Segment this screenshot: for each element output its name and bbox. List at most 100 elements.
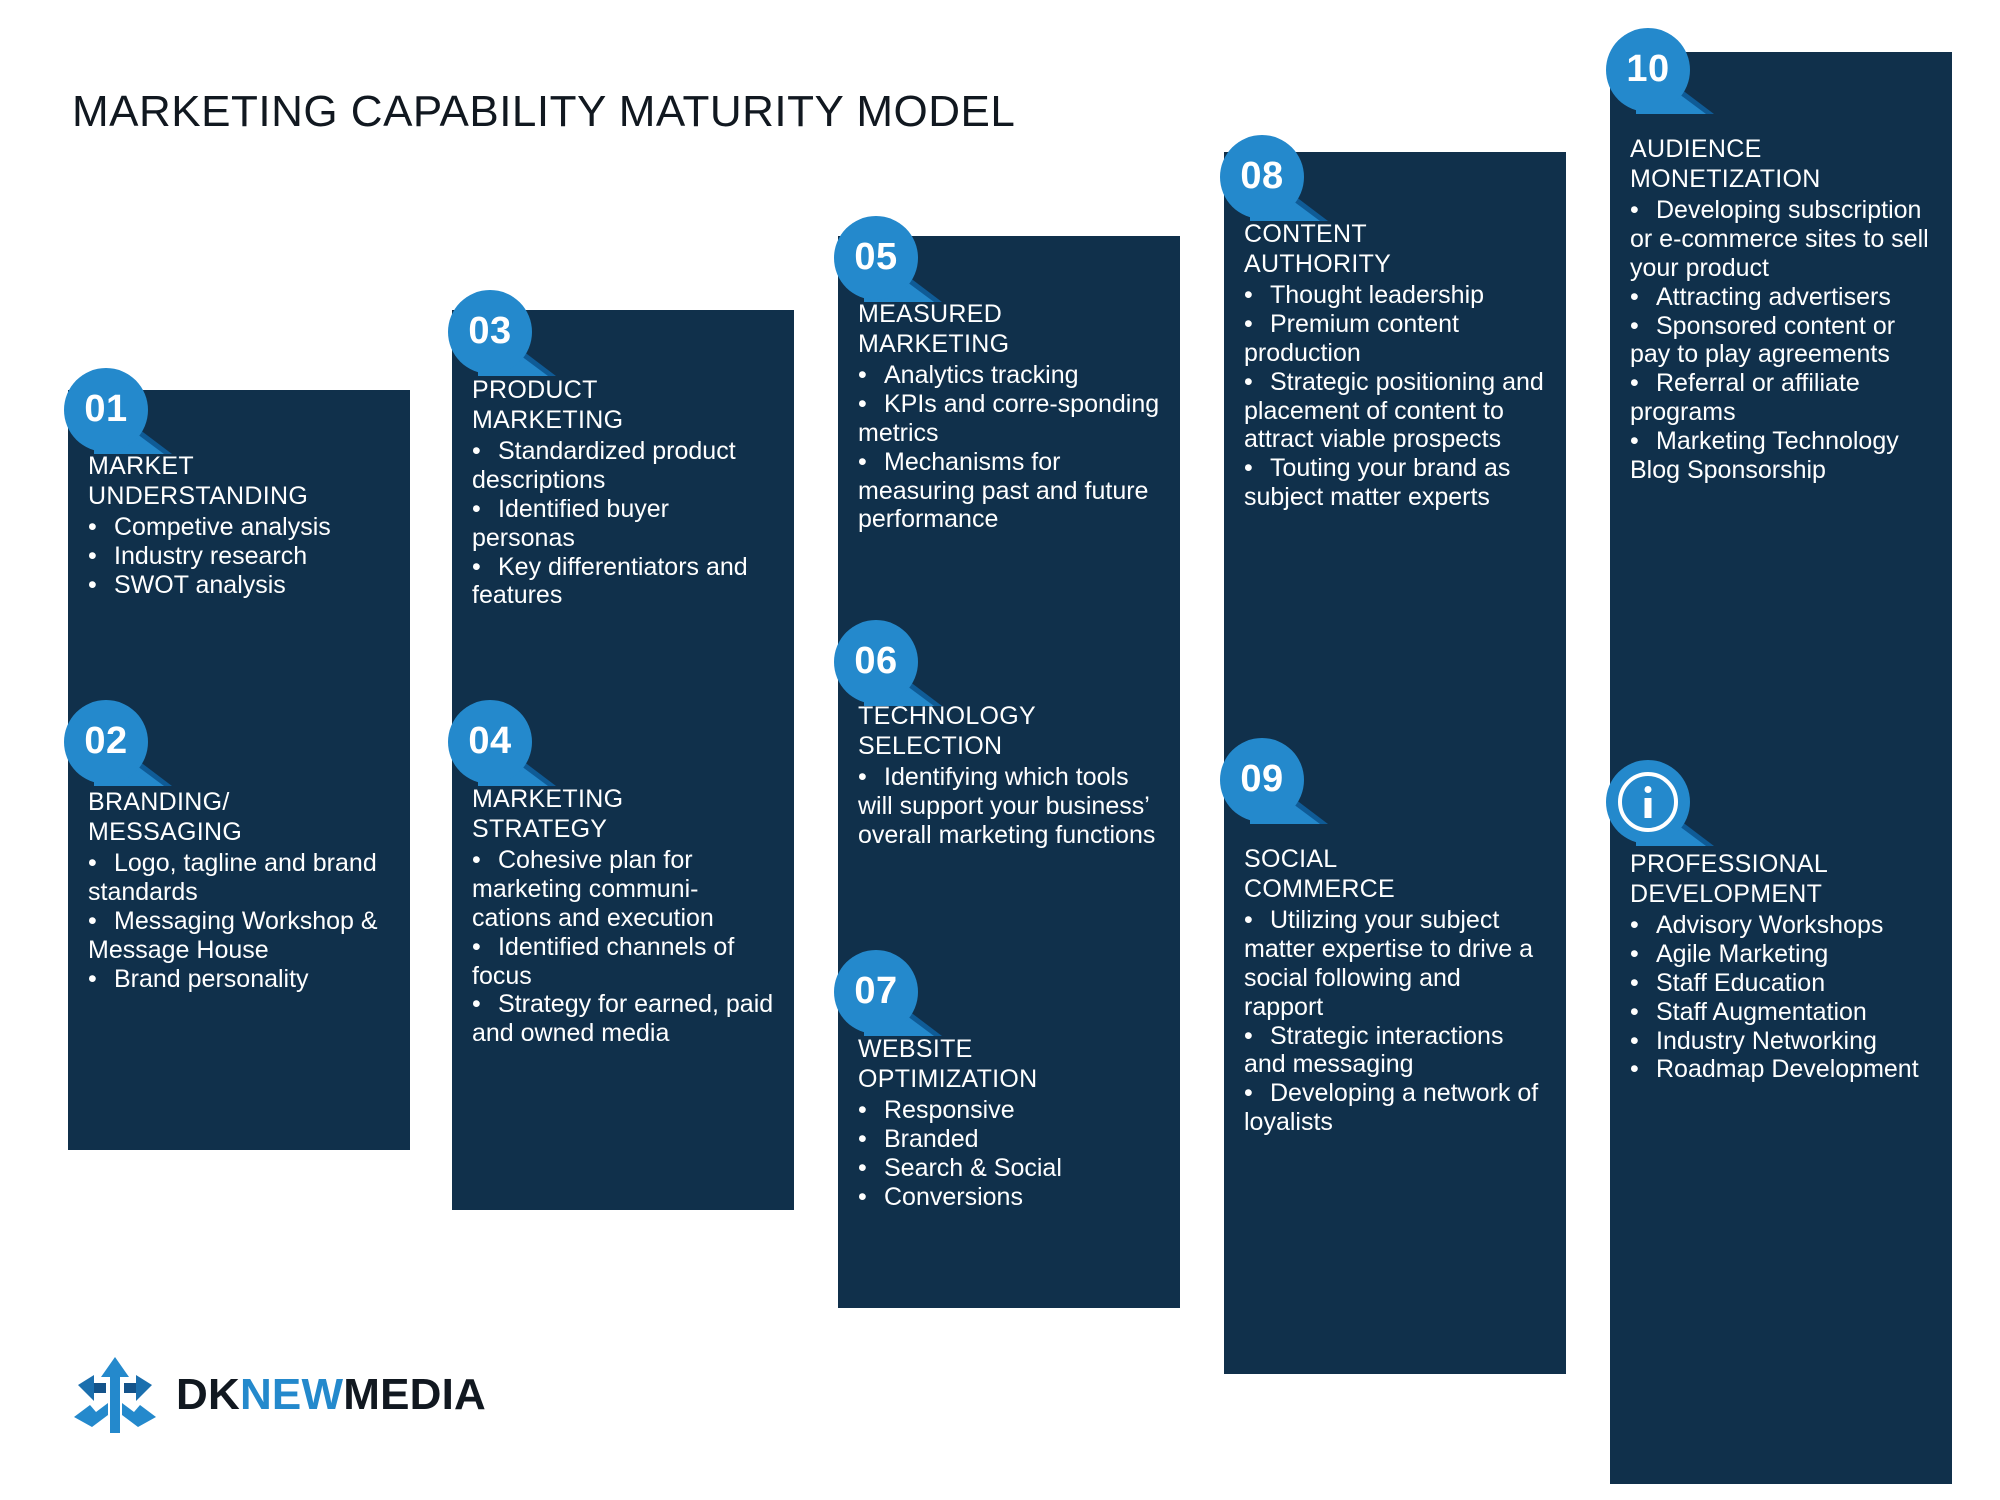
bullet-icon: • [1630,911,1639,939]
list-item: • Search & Social [858,1154,1160,1183]
badge-05[interactable]: 05 [834,216,942,302]
bullet-text: Identifying which tools will support you… [858,763,1156,849]
bullet-icon: • [1244,281,1253,309]
dknewmedia-arrows-icon [72,1355,158,1435]
badge-number: 06 [854,639,898,682]
bullet-text: Industry Networking [1656,1026,1877,1055]
bullet-text: Staff Education [1656,968,1826,997]
list-item: •Identified channels of focus [472,933,774,991]
list-item: •Brand personality [88,965,390,994]
card-professional-development-bullets: •Advisory Workshops •Agile Marketing •St… [1630,911,1932,1084]
bullet-text: Premium content production [1244,309,1459,367]
bullet-text: Mechanisms for measuring past and future… [858,447,1149,534]
bullet-icon: • [858,447,867,476]
bullet-icon: • [1244,1021,1253,1050]
badge-number [1606,760,1690,844]
bullet-text: Staff Augmentation [1656,997,1867,1026]
badge-09[interactable]: 09 [1220,738,1328,824]
badge-03[interactable]: 03 [448,290,556,376]
bullet-icon: • [1244,309,1253,338]
card-03-title: PRODUCT MARKETING [472,376,624,434]
badge-04[interactable]: 04 [448,700,556,786]
badge-02[interactable]: 02 [64,700,172,786]
bullet-text: Standardized product descriptions [472,437,736,494]
bullet-text: Strategic interactions and messaging [1244,1021,1504,1079]
card-09: SOCIAL COMMERCE •Utilizing your subject … [1224,845,1566,1137]
bullet-icon: • [472,494,481,523]
bullet-text: Responsive [884,1096,1015,1124]
badge-number: 09 [1240,757,1284,800]
list-item: •Roadmap Development [1630,1055,1932,1084]
badge-08[interactable]: 08 [1220,135,1328,221]
page-title: MARKETING CAPABILITY MATURITY MODEL [72,87,1016,137]
bullet-text: Brand personality [114,964,309,993]
bullet-text: Marketing Technology Blog Sponsorship [1630,427,1899,484]
bullet-text: Strategic positioning and placement of c… [1244,367,1544,454]
bullet-text: Competive analysis [114,513,331,541]
badge-01[interactable]: 01 [64,368,172,454]
list-item: •Sponsored content or pay to play agreem… [1630,312,1932,370]
badge-07[interactable]: 07 [834,950,942,1036]
list-item: • Responsive [858,1096,1160,1125]
card-09-bullets: •Utilizing your subject matter expertise… [1244,906,1546,1137]
card-04-bullets: •Cohesive plan for marketing communi-cat… [472,846,774,1048]
badge-number: 08 [1240,154,1284,197]
card-02: BRANDING/ MESSAGING •Logo, tagline and b… [68,788,410,993]
badge-info[interactable] [1606,760,1714,846]
card-08-title: CONTENT AUTHORITY [1244,220,1392,278]
bullet-icon: • [88,513,97,541]
list-item: •Attracting advertisers [1630,283,1932,312]
bullet-icon: • [858,361,867,389]
list-item: •Strategic interactions and messaging [1244,1022,1546,1080]
list-item: •Strategy for earned, paid and owned med… [472,990,774,1048]
bullet-text: Industry research [114,541,308,570]
list-item: •Logo, tagline and brand standards [88,849,390,907]
badge-circle [834,216,918,300]
list-item: •Messaging Workshop & Message House [88,907,390,965]
bullet-text: Branded [884,1124,979,1153]
badge-circle [1220,738,1304,822]
bullet-icon: • [1244,367,1253,396]
bullet-text: Developing a network of loyalists [1244,1079,1539,1137]
brand-logo[interactable]: DKNEWMEDIA [72,1355,486,1435]
list-item: •Premium content production [1244,310,1546,368]
badge-number: 03 [468,309,512,352]
bullet-icon: • [1244,454,1253,483]
bullet-text: Identified channels of focus [472,932,735,990]
list-item: •Standardized product descriptions [472,437,774,495]
badge-10[interactable]: 10 [1606,28,1714,114]
bullet-icon: • [1630,311,1639,340]
badge-number: 05 [854,235,898,278]
bullet-text: Search & Social [884,1153,1062,1182]
bullet-text: Strategy for earned, paid and owned medi… [472,990,774,1048]
card-04: MARKETING STRATEGY •Cohesive plan for ma… [452,785,794,1048]
bullet-icon: • [858,1153,867,1182]
bullet-text: Key differentiators and features [472,552,748,610]
bullet-icon: • [858,1096,867,1124]
list-item: •Cohesive plan for marketing communi-cat… [472,846,774,933]
bullet-icon: • [858,1124,867,1153]
bullet-icon: • [858,763,867,791]
bullet-icon: • [1630,427,1639,455]
list-item: •Utilizing your subject matter expertise… [1244,906,1546,1022]
list-item: •Referral or affiliate programs [1630,369,1932,427]
bullet-text: Sponsored content or pay to play agreeme… [1630,311,1896,369]
card-08: CONTENT AUTHORITY •Thought leadership •P… [1224,220,1566,512]
card-01-bullets: •Competive analysis •Industry research •… [88,513,390,600]
card-02-title: BRANDING/ MESSAGING [88,788,243,846]
bullet-icon: • [1630,196,1639,224]
logo-media: MEDIA [343,1370,486,1419]
card-02-bullets: •Logo, tagline and brand standards •Mess… [88,849,390,993]
bullet-text: Logo, tagline and brand standards [88,849,377,906]
card-professional-development: PROFESSIONAL DEVELOPMENT •Advisory Works… [1610,850,1952,1084]
bullet-text: Referral or affiliate programs [1630,369,1860,427]
list-item: •Industry research [88,542,390,571]
bullet-icon: • [88,906,97,935]
list-item: •Industry Networking [1630,1027,1932,1056]
card-03-bullets: •Standardized product descriptions •Iden… [472,437,774,610]
list-item: •Touting your brand as subject matter ex… [1244,454,1546,512]
card-06-bullets: •Identifying which tools will support yo… [858,763,1160,850]
info-icon [1618,772,1678,832]
card-05: MEASURED MARKETING •Analytics tracking •… [838,300,1180,534]
badge-06[interactable]: 06 [834,620,942,706]
